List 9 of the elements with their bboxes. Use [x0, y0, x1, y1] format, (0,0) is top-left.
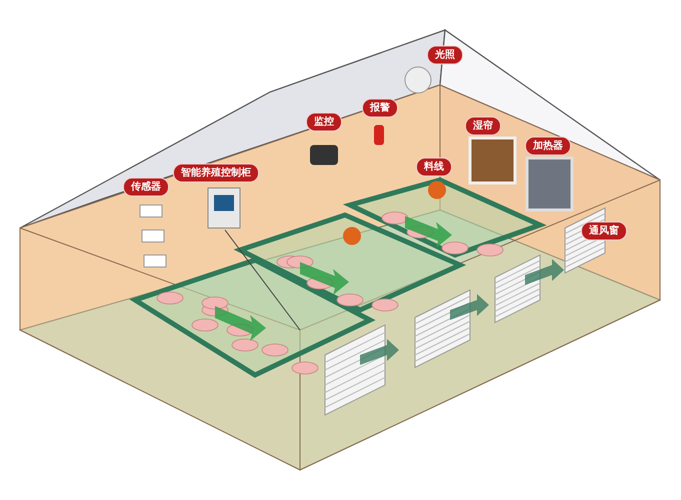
label-tag: 通风窗 [581, 222, 627, 240]
label-tag: 报警 [362, 98, 398, 118]
label-tag: 料线 [416, 158, 452, 176]
label-tag: 传感器 [123, 178, 169, 196]
label-tag: 光照 [427, 46, 463, 64]
label-tag: 湿帘 [465, 116, 501, 136]
label-tag: 监控 [306, 112, 342, 132]
label-tag: 智能养殖控制柜 [173, 164, 259, 182]
label-tag: 加热器 [525, 136, 571, 156]
